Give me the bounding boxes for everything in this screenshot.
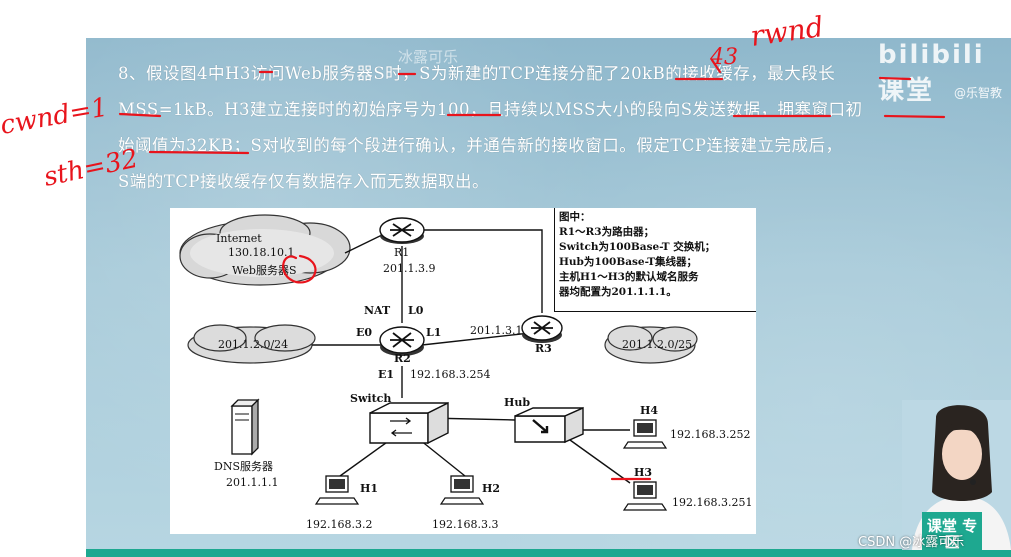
e1-ip-label: 192.168.3.254 xyxy=(410,368,491,381)
host-h1-icon xyxy=(314,475,360,505)
internet-ip-label: 130.18.10.1 xyxy=(228,246,295,259)
host-h4-icon xyxy=(622,419,668,449)
host-h2-icon xyxy=(439,475,485,505)
network-diagram: Internet 130.18.10.1 Web服务器S R1 201.1.3.… xyxy=(170,208,756,534)
r1-ip-label: 201.1.3.9 xyxy=(383,262,436,275)
host-h3-icon xyxy=(622,481,668,511)
e1-label: E1 xyxy=(378,368,395,381)
presenter-video xyxy=(902,400,1011,550)
h2-ip-label: 192.168.3.3 xyxy=(432,518,499,531)
watermark-bottom: CSDN @冰露可乐 xyxy=(858,535,965,550)
channel-label: @乐智教 xyxy=(954,86,1003,100)
router-r3-icon xyxy=(521,315,563,343)
slide-bottom-bar xyxy=(86,549,1011,557)
bilibili-logo: bilibili 课堂 xyxy=(878,40,985,106)
h4-label: H4 xyxy=(640,404,659,417)
legend-line-3: Hub为100Base-T集线器； xyxy=(559,256,698,268)
router-r1-icon xyxy=(379,217,425,244)
l1-label: L1 xyxy=(426,326,442,339)
question-line-2: MSS=1kB。H3建立连接时的初始序号为100，且持续以MSS大小的段向S发送… xyxy=(118,100,863,119)
r3-label: R3 xyxy=(535,342,552,355)
r1-label: R1 xyxy=(394,246,410,259)
diagram-legend: 图中： R1～R3为路由器； Switch为100Base-T 交换机； Hub… xyxy=(554,208,756,312)
web-server-label: Web服务器S xyxy=(232,264,297,277)
l0-label: L0 xyxy=(408,304,424,317)
router-r2-icon xyxy=(379,326,425,356)
question-line-3: 始阈值为32KB；S对收到的每个段进行确认，并通告新的接收窗口。假定TCP连接建… xyxy=(118,136,843,155)
e0-label: E0 xyxy=(356,326,373,339)
legend-line-5: 器均配置为201.1.1.1。 xyxy=(559,286,677,298)
dns-label: DNS服务器 xyxy=(214,460,273,473)
question-line-1: 8、假设图4中H3访问Web服务器S时，S为新建的TCP连接分配了20kB的接收… xyxy=(118,64,836,83)
dns-server-icon xyxy=(230,398,260,456)
legend-line-4: 主机H1～H3的默认域名服务 xyxy=(559,271,699,283)
nat-label: NAT xyxy=(364,304,391,317)
r2-label: R2 xyxy=(394,352,411,365)
hub-label: Hub xyxy=(504,396,531,409)
legend-line-2: Switch为100Base-T 交换机； xyxy=(559,241,716,253)
dns-ip-label: 201.1.1.1 xyxy=(226,476,279,489)
course-area-badge: 课堂 专区 xyxy=(922,512,982,557)
switch-icon xyxy=(369,401,449,445)
legend-title: 图中： xyxy=(559,211,591,223)
presenter-figure xyxy=(902,400,1011,550)
h2-label: H2 xyxy=(482,482,501,495)
switch-label: Switch xyxy=(350,392,392,405)
h1-label: H1 xyxy=(360,482,379,495)
net-left-label: 201.1.2.0/24 xyxy=(218,338,289,351)
h3-ip-label: 192.168.3.251 xyxy=(672,496,753,509)
hub-icon xyxy=(514,406,584,444)
h1-ip-label: 192.168.3.2 xyxy=(306,518,373,531)
legend-line-1: R1～R3为路由器； xyxy=(559,226,655,238)
lan-cloud-left xyxy=(187,324,316,364)
internet-label: Internet xyxy=(216,232,262,245)
watermark-top: 冰露可乐 xyxy=(398,48,459,66)
h3-label: H3 xyxy=(634,466,653,479)
question-line-4: S端的TCP接收缓存仅有数据存入而无数据取出。 xyxy=(118,172,490,191)
lan-cloud-right xyxy=(604,325,698,364)
net-right-label: 201.1.2.0/25 xyxy=(622,338,693,351)
r3-ip-label: 201.1.3.1 xyxy=(470,324,523,337)
h4-ip-label: 192.168.3.252 xyxy=(670,428,751,441)
